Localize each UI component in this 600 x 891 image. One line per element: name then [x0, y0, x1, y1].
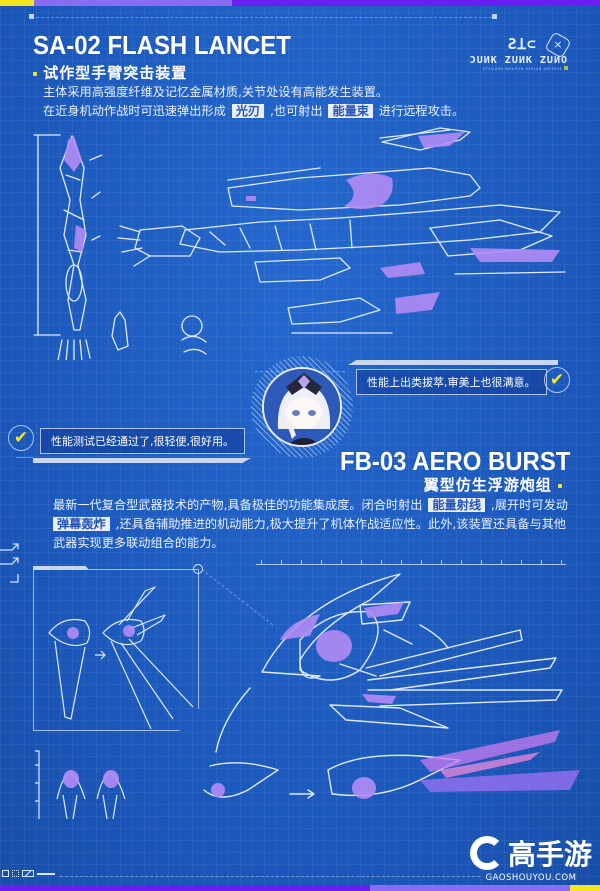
- brand-mark: ƧꞱ⊂ × ƆUИK ZUИK ZUИO STYLIZED WEAPON DES…: [469, 30, 572, 71]
- keyword-highlight: 光刃: [231, 104, 265, 118]
- check-glyph: ✔: [549, 370, 565, 390]
- comment-bubble-right: 性能上出类拔萃,审美上也很满意。: [356, 369, 547, 395]
- tagline-text: STYLIZED WEAPON DESIGN ARCHIVE: [482, 66, 563, 71]
- desc-text: ,也可射出: [269, 104, 323, 118]
- check-icon: ✔: [544, 367, 570, 393]
- anchor-node-icon: [193, 564, 203, 574]
- top-bar-yellow: [0, 0, 34, 6]
- section2-subtitle-text: 翼型仿生浮游炮组: [423, 476, 552, 494]
- brand-glyph: ƧꞱ⊂: [507, 35, 537, 53]
- section1-subtitle-text: 试作型手臂突击装置: [43, 64, 188, 82]
- character-portrait: [264, 369, 340, 445]
- bottom-bar-violet: [0, 885, 370, 891]
- x-glyph: ×: [553, 37, 563, 51]
- keyword-highlight: 能量束: [328, 104, 373, 118]
- avatar: [262, 367, 342, 447]
- expand-icon: [12, 870, 19, 877]
- measure-ruler: [256, 560, 566, 565]
- desc-text: 进行远程攻击。: [378, 104, 465, 118]
- comment-text: 性能测试已经通过了,很轻便,很好用。: [51, 435, 234, 448]
- desc-text: ,还具备辅助推进的机动能力,极大提升了机体作战适应性。此外,该装置还具备与其他: [115, 517, 566, 531]
- corner-square-marker: [29, 14, 34, 19]
- desc-line: 弹幕轰炸 ,还具备辅助推进的机动能力,极大提升了机体作战适应性。此外,该装置还具…: [53, 515, 593, 534]
- comment-bubble-left: 性能测试已经通过了,很轻便,很好用。: [40, 428, 245, 454]
- guide-line: [16, 457, 33, 458]
- check-glyph: ✔: [13, 428, 29, 448]
- footer-icon-group: [2, 870, 55, 877]
- guide-line: [60, 876, 480, 877]
- top-bar-lilac: [34, 0, 232, 6]
- grid-icon: [2, 870, 9, 877]
- desc-line: 在近身机动作战时可迅速弹出形成 光刃 ,也可射出 能量束 进行远程攻击。: [43, 102, 583, 121]
- section2-description: 最新一代复合型武器技术的产物,具备极佳的功能集成度。闭合时射出 能量射线 ,展开…: [53, 496, 593, 553]
- floating-cannon-sketch-large: [203, 573, 580, 799]
- arm-blueprint-sketch: [33, 127, 566, 360]
- desc-line: 主体采用高强度纤维及记忆金属材质,关节处设有高能发生装置。: [43, 85, 389, 99]
- section2-title: FB-03 AERO BURST: [339, 446, 570, 476]
- brand-wordmark: ƆUИK ZUИK ZUИO: [469, 54, 568, 66]
- section1-description: 主体采用高强度纤维及记忆金属材质,关节处设有高能发生装置。 在近身机动作战时可迅…: [43, 83, 583, 121]
- bottom-bar-lilac: [370, 885, 570, 891]
- slash-box-icon: [22, 870, 34, 877]
- corner-arrow-icons: [0, 543, 19, 583]
- section2-subtitle: 翼型仿生浮游炮组: [424, 474, 562, 495]
- floating-cannon-sketch-small: [35, 586, 194, 819]
- desc-text: 在近身机动作战时可迅速弹出形成: [43, 104, 226, 118]
- section1-title: SA-02 FLASH LANCET: [33, 30, 291, 60]
- brand-tagline: STYLIZED WEAPON DESIGN ARCHIVE: [470, 65, 568, 71]
- keyword-highlight: 能量射线: [428, 498, 486, 512]
- accent-bar: [33, 458, 251, 463]
- top-bar-violet: [232, 0, 600, 6]
- desc-line: 最新一代复合型武器技术的产物,具备极佳的功能集成度。闭合时射出 能量射线 ,展开…: [53, 496, 593, 515]
- yellow-square: [564, 65, 568, 70]
- desc-line: 武器实现更多联动组合的能力。: [53, 536, 224, 550]
- logo-text: 高手游: [507, 838, 592, 871]
- check-icon: ✔: [8, 425, 34, 451]
- bullet-dot: [33, 71, 37, 76]
- g-logo-icon: [469, 836, 504, 870]
- comment-text: 性能上出类拔萃,审美上也很满意。: [367, 376, 536, 389]
- logo-url: GAOSHOUYOU.COM: [485, 873, 577, 883]
- bottom-bar-yellow: [570, 885, 600, 891]
- desc-text: ,展开时可发动: [491, 498, 568, 512]
- keyword-highlight: 弹幕轰炸: [53, 517, 110, 531]
- frame-tab: [33, 566, 89, 570]
- sketch-frame: [33, 569, 199, 731]
- accent-bar: [348, 360, 558, 365]
- corner-square-marker: [492, 14, 497, 19]
- footer-dash: [37, 872, 55, 875]
- desc-text: 最新一代复合型武器技术的产物,具备极佳的功能集成度。闭合时射出: [53, 498, 423, 512]
- bullet-dot: [558, 483, 562, 488]
- site-logo[interactable]: 高手游 GAOSHOUYOU.COM: [469, 833, 592, 883]
- section1-subtitle: 试作型手臂突击装置: [33, 62, 187, 83]
- guide-line: [36, 17, 492, 18]
